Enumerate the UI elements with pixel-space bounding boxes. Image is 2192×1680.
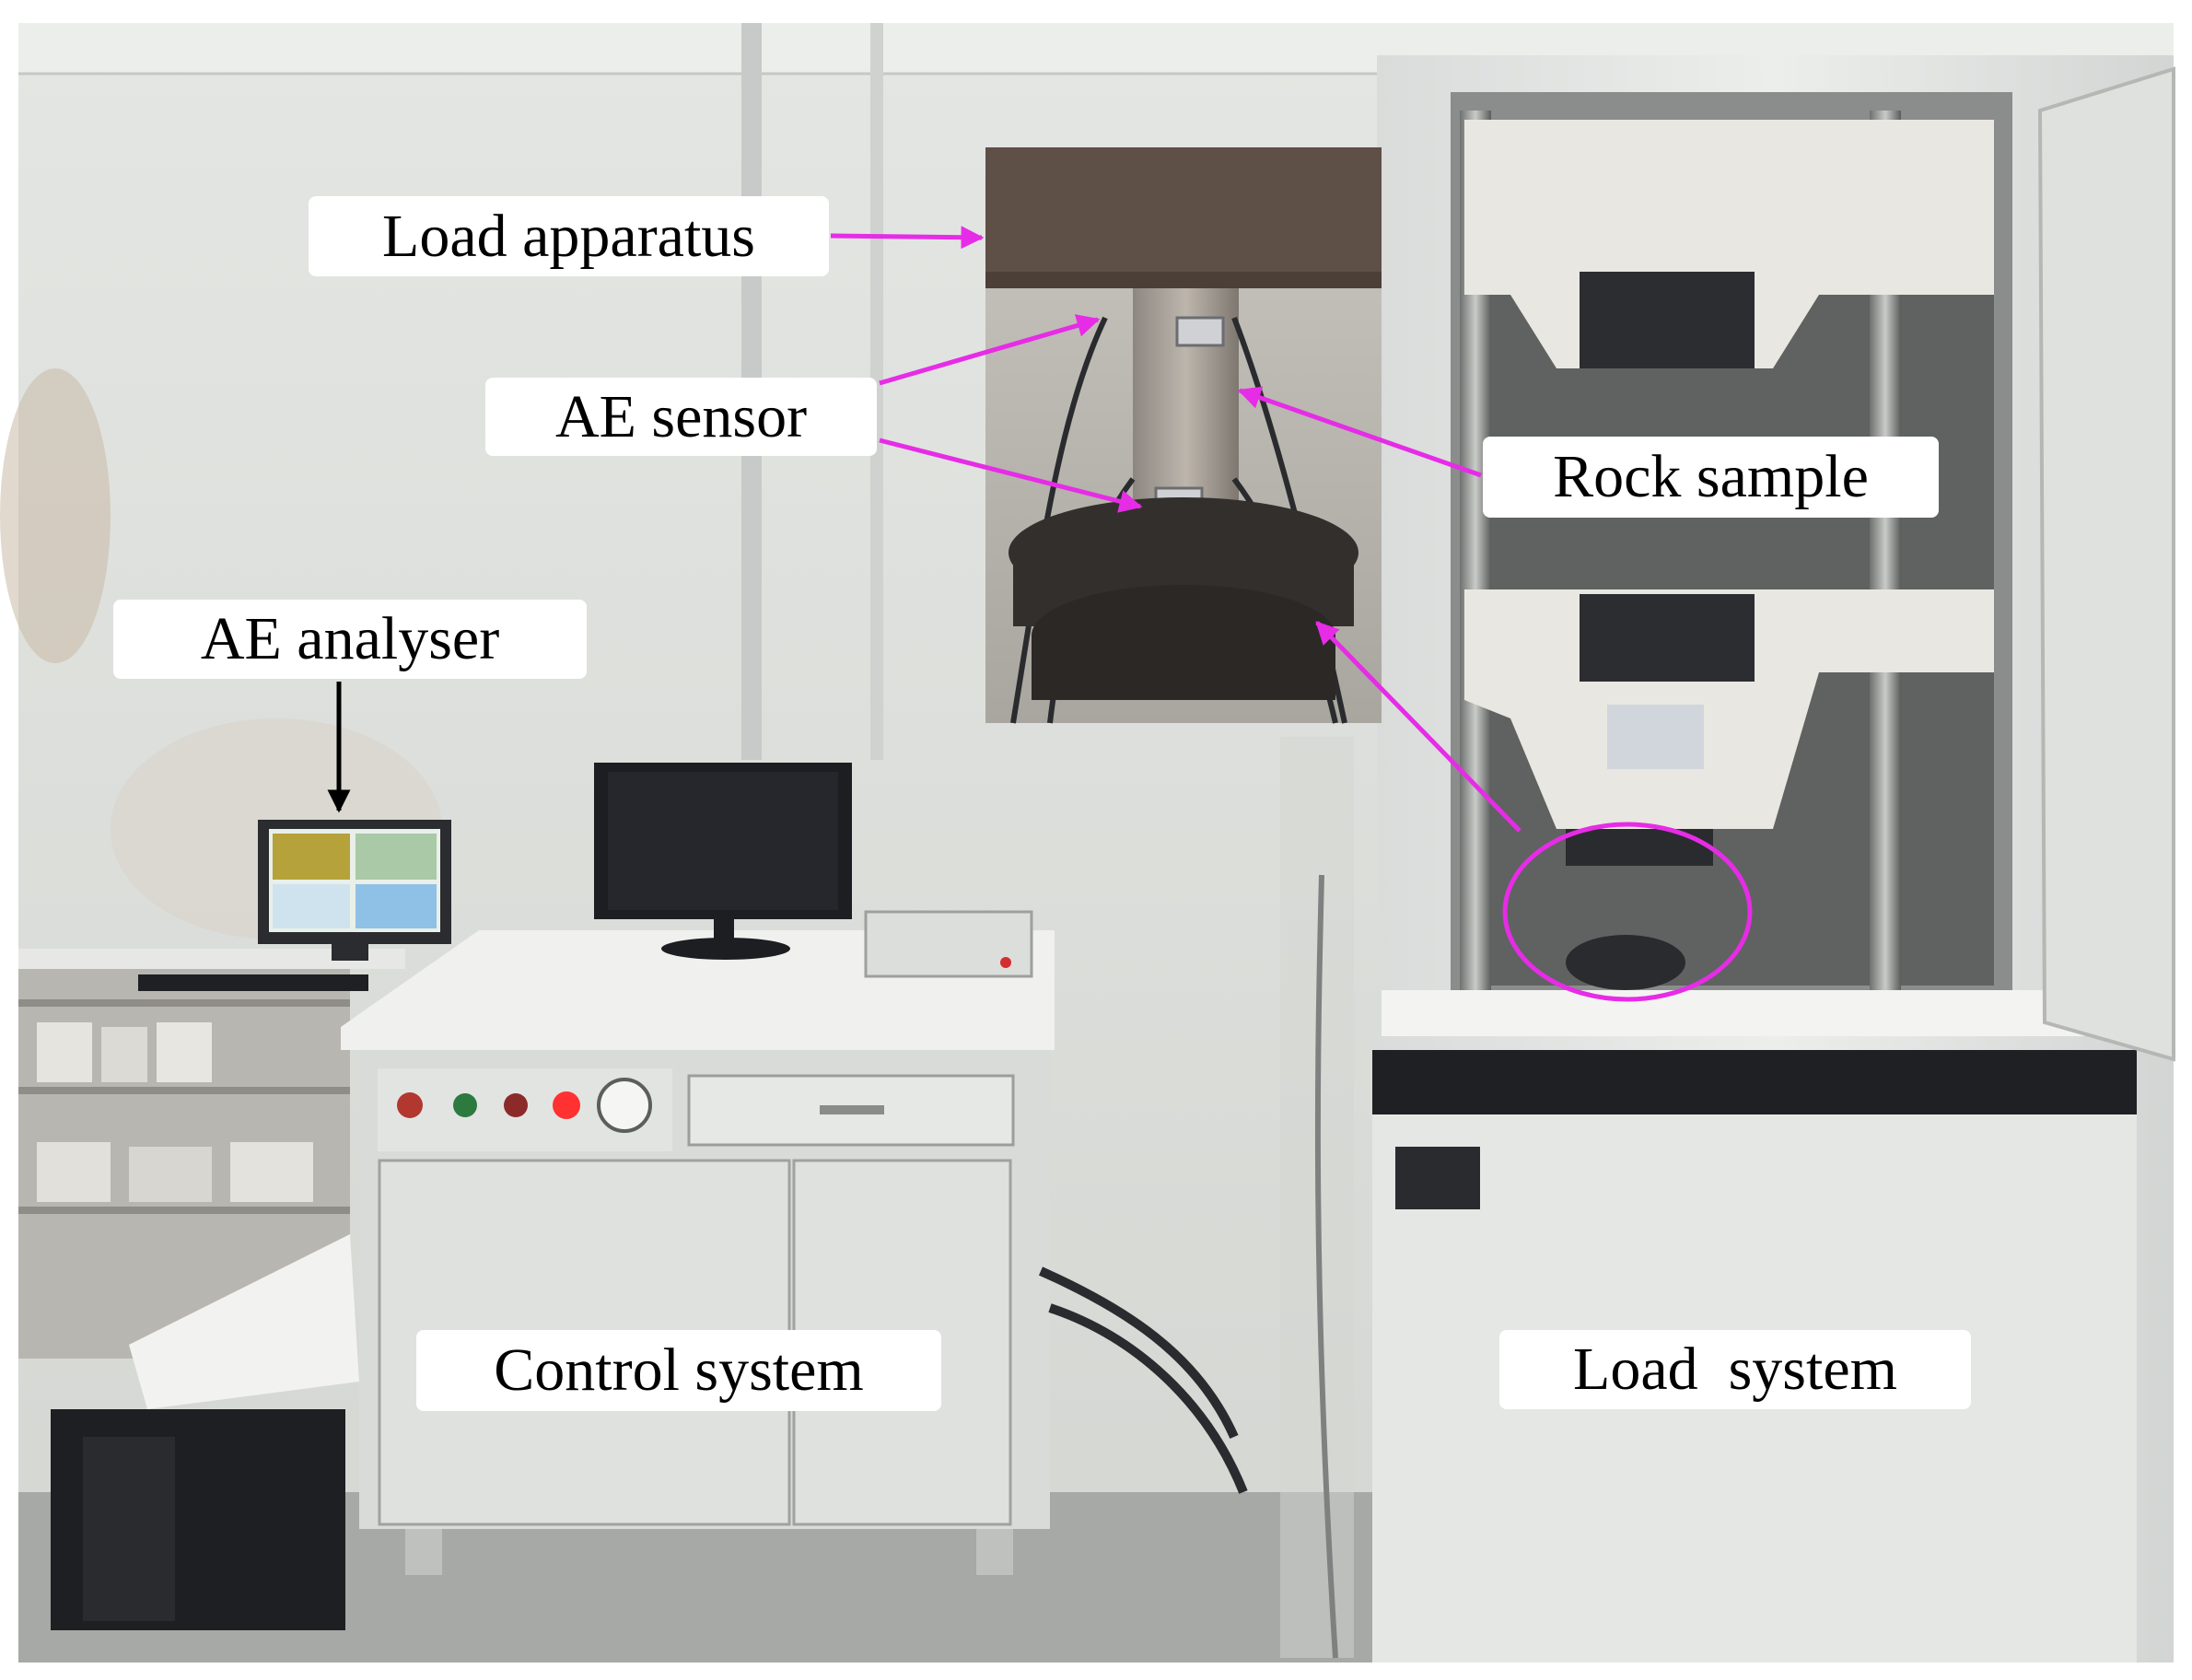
open-door (2037, 66, 2175, 1062)
load-frame (1372, 55, 2175, 1662)
label-rock-sample: Rock sample (1483, 437, 1939, 518)
wall-pipe-2 (870, 23, 883, 760)
platen-base (1566, 935, 1685, 990)
label-ae-sensor: AE sensor (485, 378, 877, 456)
label-control-system: Control system (416, 1330, 941, 1411)
pressure-gauge (597, 1078, 652, 1133)
bottom-platen (1566, 829, 1713, 866)
emergency-button (397, 1092, 423, 1118)
analyser-desk (18, 949, 405, 969)
arrow-ae-sensor-lower (879, 438, 1143, 513)
sensor-cables (1010, 316, 1347, 724)
highlight-ellipse (1502, 822, 1753, 1002)
indicator-light (553, 1091, 580, 1119)
inset-closeup-photo (985, 147, 1382, 724)
paper-sheet (129, 1234, 359, 1409)
wall-stain (0, 368, 111, 663)
label-load-system: Load system (1499, 1330, 1971, 1409)
cables (1038, 1266, 1248, 1494)
label-load-apparatus: Load apparatus (309, 196, 829, 276)
arrow-inset-link (1315, 621, 1522, 833)
ae-sensor-upper (1175, 316, 1225, 347)
arrow-ae-sensor-upper (879, 314, 1101, 386)
machine-panel (1372, 1050, 2137, 1114)
arrow-rock-sample (1237, 386, 1482, 478)
ae-device-box (864, 910, 1033, 978)
label-ae-analyser: AE analyser (113, 600, 587, 679)
control-cabinet (341, 930, 1055, 1575)
arrow-load-apparatus (830, 226, 985, 250)
upper-platen (985, 147, 1382, 286)
control-monitor (594, 763, 852, 960)
ae-analyser-monitor (138, 820, 451, 991)
machine-plate (1395, 1147, 1480, 1209)
